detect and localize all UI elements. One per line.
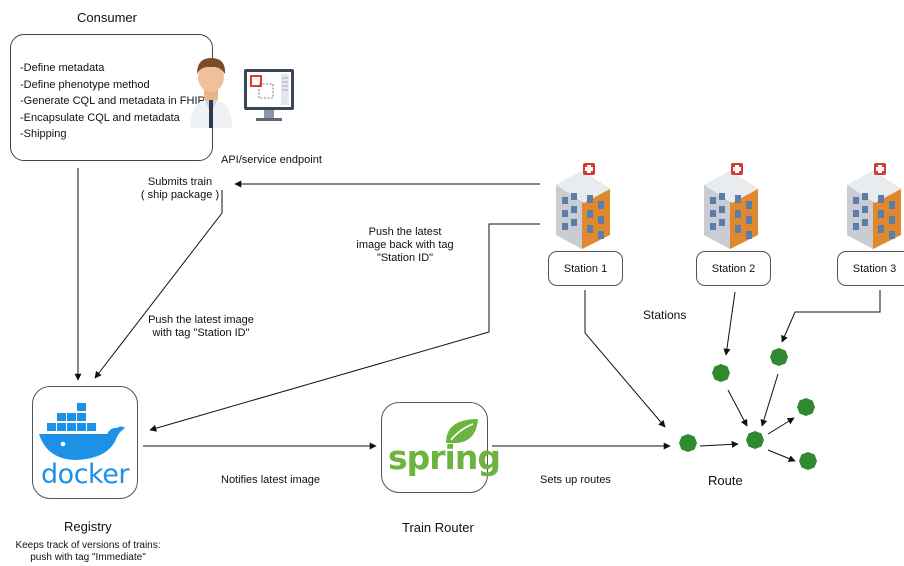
route-node: [770, 348, 788, 366]
station-1-hospital-icon: [556, 163, 610, 249]
registry-title: Registry: [64, 519, 112, 534]
arrow-endpoint-to-registry: [94, 190, 223, 379]
task-item: -Shipping: [20, 128, 67, 140]
endpoint-label: API/service endpoint: [221, 154, 322, 166]
station-2-hospital-icon: [704, 163, 758, 249]
route-nodes: [679, 348, 817, 470]
route-node: [712, 364, 730, 382]
sets-up-routes-label: Sets up routes: [540, 474, 611, 486]
registry-description: Keeps track of versions of trains: push …: [15, 540, 161, 563]
task-item: -Define phenotype method: [20, 78, 150, 91]
route-edge: [767, 417, 795, 435]
consumer-task-list: -Define metadata -Define phenotype metho…: [20, 60, 205, 143]
arrow-station3-to-route: [781, 290, 881, 343]
route-edge: [699, 440, 739, 448]
route-node: [797, 398, 815, 416]
station-3-box: Station 3: [837, 251, 904, 286]
task-item: -Encapsulate CQL and metadata: [20, 111, 180, 124]
push-back-label: Push the latest image back with tag "Sta…: [356, 226, 454, 264]
train-router-title: Train Router: [402, 520, 474, 535]
consumer-title: Consumer: [77, 10, 137, 25]
route-node: [746, 431, 764, 449]
docker-wordmark: docker: [41, 459, 129, 490]
route-edge: [760, 373, 779, 427]
route-title: Route: [708, 473, 743, 488]
registry-box: docker: [32, 386, 138, 499]
spring-wordmark: spring: [388, 438, 501, 477]
docker-whale-icon: [39, 403, 125, 460]
stations-group-label: Stations: [643, 308, 687, 322]
consumer-box: -Define metadata -Define phenotype metho…: [10, 34, 213, 161]
train-router-box: spring: [381, 402, 501, 493]
task-item: -Generate CQL and metadata in FHIR: [20, 95, 206, 107]
station-3-hospital-icon: [847, 163, 901, 249]
route-edge: [727, 389, 748, 427]
submits-train-label: Submits train ( ship package ): [140, 176, 220, 201]
route-node: [799, 452, 817, 470]
push-station-id-label: Push the latest image with tag "Station …: [148, 314, 254, 339]
route-edge: [767, 449, 796, 462]
station-2-box: Station 2: [696, 251, 771, 286]
arrow-station2-to-route: [723, 291, 736, 356]
route-node: [679, 434, 697, 452]
station-1-box: Station 1: [548, 251, 623, 286]
monitor-icon: [244, 69, 294, 121]
task-item: -Define metadata: [20, 62, 105, 74]
notifies-label: Notifies latest image: [221, 474, 321, 486]
